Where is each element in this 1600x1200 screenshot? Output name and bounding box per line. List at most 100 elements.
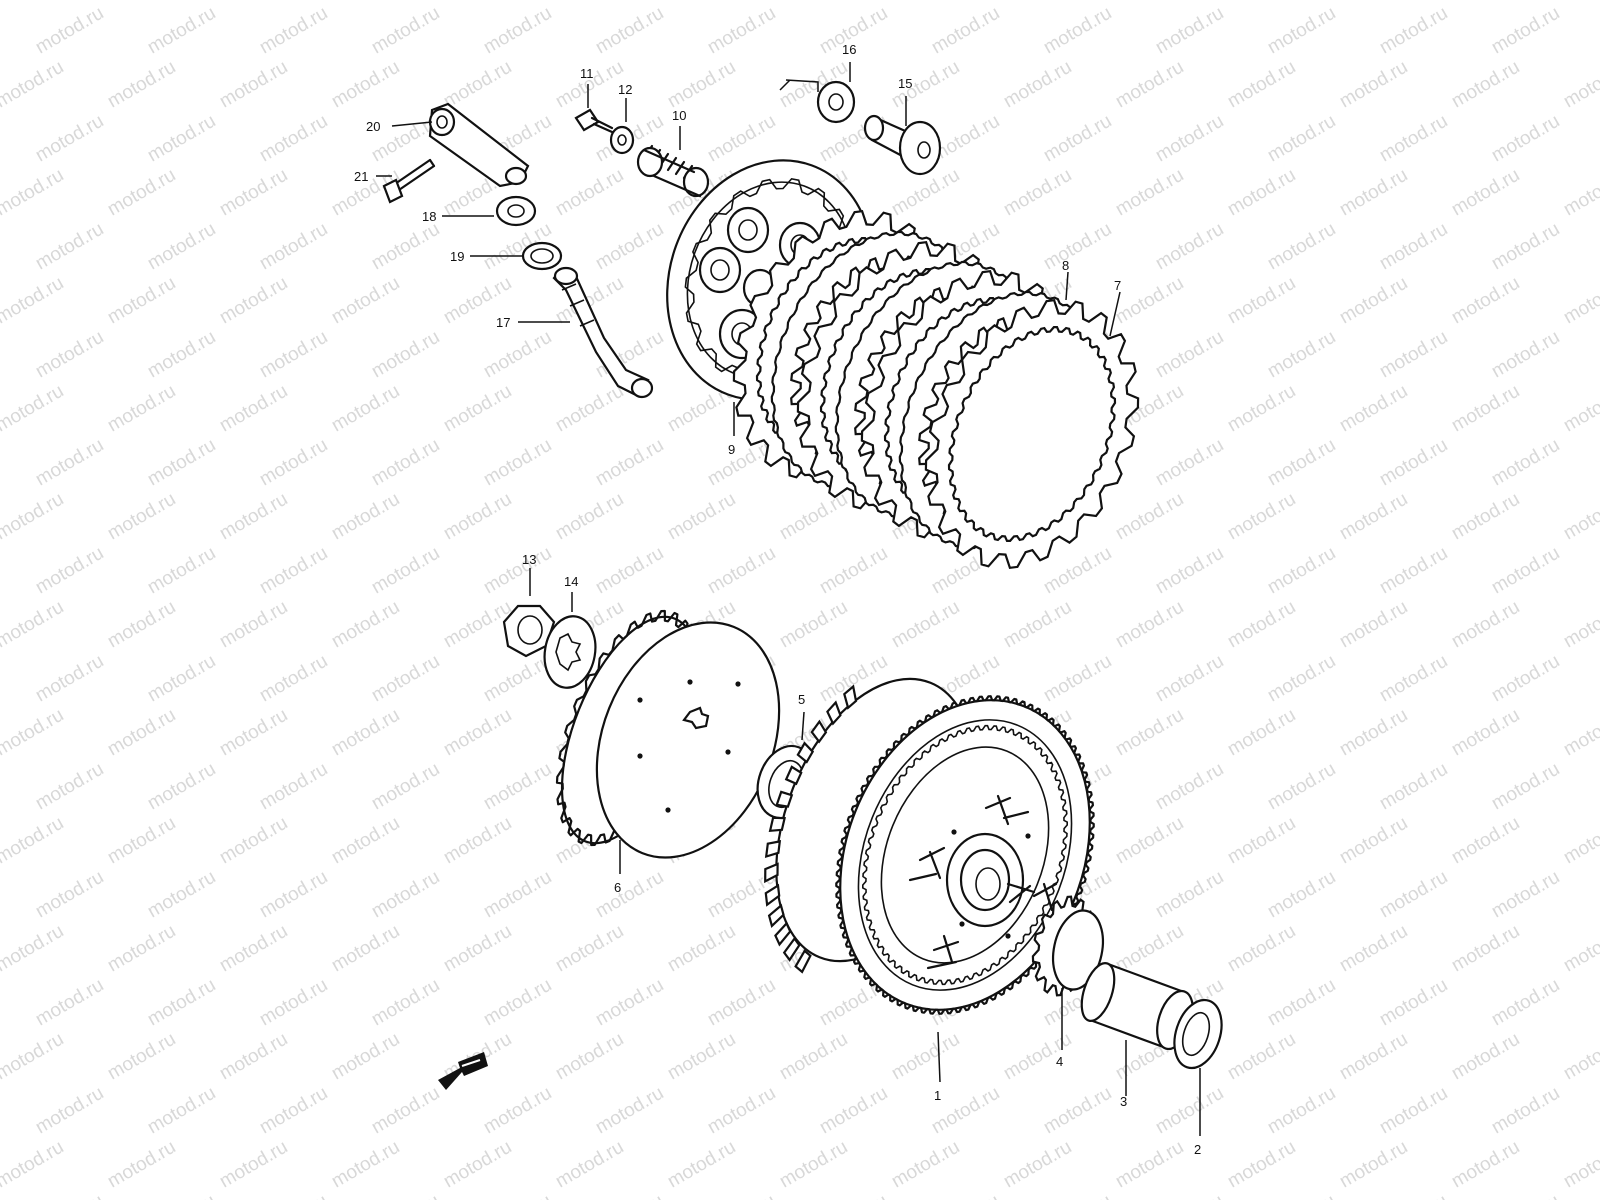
watermark-text: motod.ru <box>32 1191 107 1200</box>
watermark-text: motod.ru <box>328 705 403 761</box>
watermark-text: motod.ru <box>1224 813 1299 869</box>
callout-1: 1 <box>934 1088 941 1103</box>
washer-19 <box>521 241 563 271</box>
watermark-text: motod.ru <box>888 0 963 4</box>
watermark-text: motod.ru <box>704 1191 779 1200</box>
watermark-text: motod.ru <box>1040 1083 1115 1139</box>
watermark-text: motod.ru <box>480 867 555 923</box>
watermark-text: motod.ru <box>368 1083 443 1139</box>
watermark-text: motod.ru <box>216 0 291 4</box>
watermark-text: motod.ru <box>1224 597 1299 653</box>
watermark-text: motod.ru <box>1560 381 1600 437</box>
watermark-text: motod.ru <box>256 111 331 167</box>
watermark-text: motod.ru <box>328 813 403 869</box>
watermark-text: motod.ru <box>256 219 331 275</box>
watermark-text: motod.ru <box>440 0 515 4</box>
screw-11 <box>574 108 614 134</box>
watermark-text: motod.ru <box>480 543 555 599</box>
watermark-text: motod.ru <box>1264 327 1339 383</box>
watermark-text: motod.ru <box>0 381 67 437</box>
watermark-text: motod.ru <box>1336 273 1411 329</box>
watermark-text: motod.ru <box>704 111 779 167</box>
watermark-text: motod.ru <box>1488 1191 1563 1200</box>
watermark-text: motod.ru <box>1336 813 1411 869</box>
push-piece <box>863 114 942 176</box>
watermark-text: motod.ru <box>1336 381 1411 437</box>
watermark-text: motod.ru <box>328 1137 403 1193</box>
lock-washer-14 <box>543 615 597 689</box>
callout-10: 10 <box>672 108 686 123</box>
watermark-text: motod.ru <box>1000 0 1075 4</box>
watermark-text: motod.ru <box>256 435 331 491</box>
watermark-text: motod.ru <box>1488 867 1563 923</box>
watermark-text: motod.ru <box>1488 759 1563 815</box>
watermark-text: motod.ru <box>1264 651 1339 707</box>
watermark-text: motod.ru <box>928 1191 1003 1200</box>
watermark-text: motod.ru <box>440 381 515 437</box>
watermark-text: motod.ru <box>144 111 219 167</box>
watermark-text: motod.ru <box>256 651 331 707</box>
watermark-text: motod.ru <box>440 705 515 761</box>
watermark-text: motod.ru <box>216 273 291 329</box>
watermark-text: motod.ru <box>1264 975 1339 1031</box>
watermark-text: motod.ru <box>704 1083 779 1139</box>
watermark-text: motod.ru <box>256 3 331 59</box>
callout-12: 12 <box>618 82 632 97</box>
callout-3: 3 <box>1120 1094 1127 1109</box>
watermark-text: motod.ru <box>1448 0 1523 4</box>
callout-15: 15 <box>898 76 912 91</box>
watermark-text: motod.ru <box>592 435 667 491</box>
callout-4: 4 <box>1056 1054 1063 1069</box>
watermark-text: motod.ru <box>1000 597 1075 653</box>
watermark-text: motod.ru <box>104 0 179 4</box>
watermark-text: motod.ru <box>32 975 107 1031</box>
watermark-text: motod.ru <box>368 975 443 1031</box>
watermark-text: motod.ru <box>144 1083 219 1139</box>
watermark-text: motod.ru <box>368 759 443 815</box>
watermark-text: motod.ru <box>888 597 963 653</box>
watermark-text: motod.ru <box>104 489 179 545</box>
watermark-text: motod.ru <box>816 543 891 599</box>
watermark-text: motod.ru <box>928 3 1003 59</box>
callout-5: 5 <box>798 692 805 707</box>
watermark-text: motod.ru <box>0 1137 67 1193</box>
callout-21: 21 <box>354 169 368 184</box>
watermark-text: motod.ru <box>256 1191 331 1200</box>
watermark-text: motod.ru <box>32 543 107 599</box>
watermark-text: motod.ru <box>1376 219 1451 275</box>
watermark-text: motod.ru <box>1448 57 1523 113</box>
watermark-text: motod.ru <box>1488 111 1563 167</box>
watermark-text: motod.ru <box>1264 3 1339 59</box>
watermark-text: motod.ru <box>1448 489 1523 545</box>
watermark-text: motod.ru <box>104 1029 179 1085</box>
watermark-text: motod.ru <box>104 57 179 113</box>
watermark-text: motod.ru <box>1112 489 1187 545</box>
watermark-text: motod.ru <box>1264 867 1339 923</box>
thrust-washer <box>1173 998 1223 1070</box>
watermark-text: motod.ru <box>104 597 179 653</box>
watermark-text: motod.ru <box>704 543 779 599</box>
callout-19: 19 <box>450 249 464 264</box>
watermark-text: motod.ru <box>552 57 627 113</box>
watermark-text: motod.ru <box>480 759 555 815</box>
watermark-text: motod.ru <box>1040 219 1115 275</box>
watermark-text: motod.ru <box>1448 813 1523 869</box>
watermark-text: motod.ru <box>368 543 443 599</box>
watermark-text: motod.ru <box>776 597 851 653</box>
callout-17: 17 <box>496 315 510 330</box>
washer-12 <box>609 125 635 155</box>
watermark-text: motod.ru <box>0 165 67 221</box>
watermark-text: motod.ru <box>32 759 107 815</box>
watermark-text: motod.ru <box>328 1029 403 1085</box>
watermark-text: motod.ru <box>216 813 291 869</box>
watermark-text: motod.ru <box>1336 1029 1411 1085</box>
watermark-text: motod.ru <box>1040 1191 1115 1200</box>
watermark-text: motod.ru <box>1112 1137 1187 1193</box>
watermark-text: motod.ru <box>552 1029 627 1085</box>
watermark-text: motod.ru <box>1560 489 1600 545</box>
watermark-text: motod.ru <box>1336 1137 1411 1193</box>
watermark-text: motod.ru <box>1488 435 1563 491</box>
watermark-text: motod.ru <box>1336 489 1411 545</box>
watermark-text: motod.ru <box>0 0 67 4</box>
watermark-text: motod.ru <box>1152 1191 1227 1200</box>
